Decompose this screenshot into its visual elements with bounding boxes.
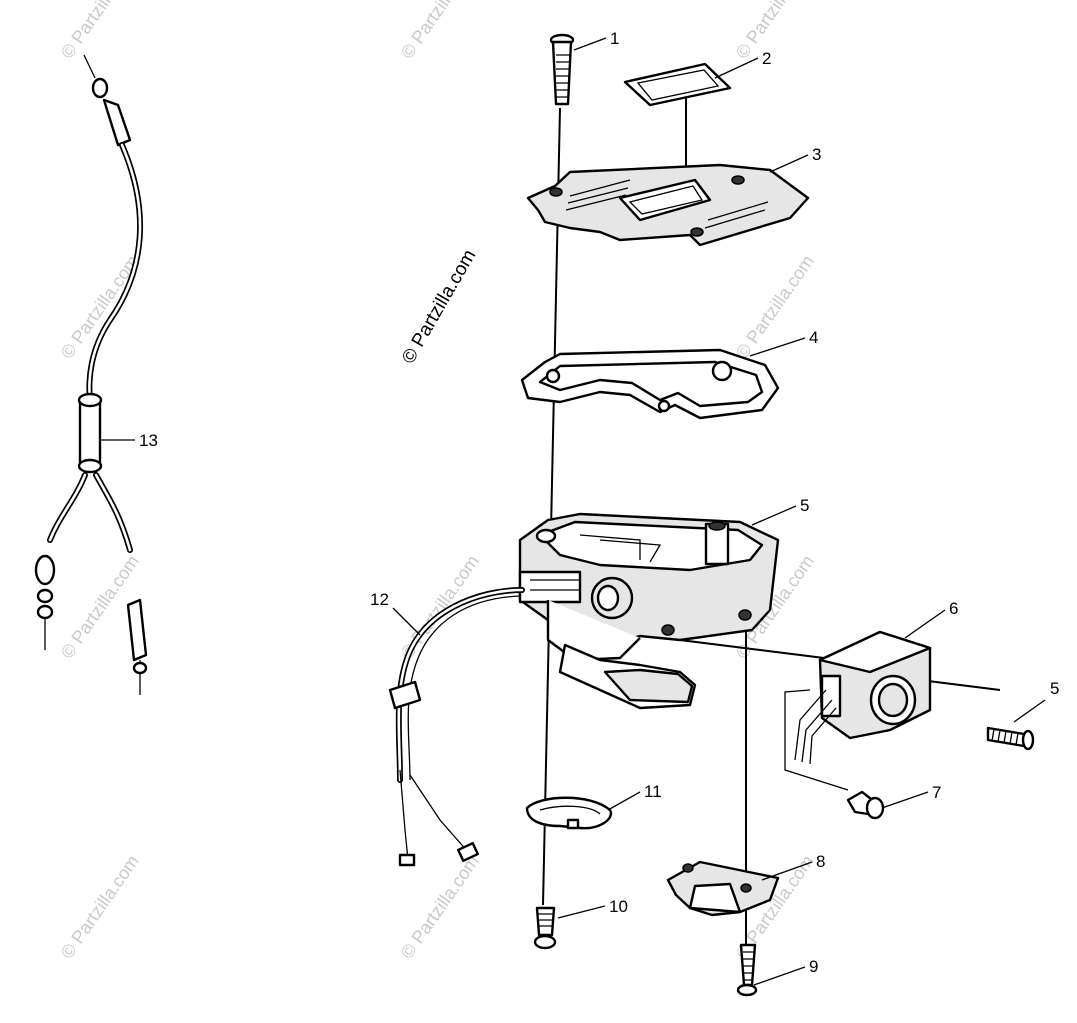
part-2-label <box>623 62 732 107</box>
watermark-tile: © Partzilla.com <box>732 251 818 362</box>
part-9-screw <box>736 943 758 997</box>
part-4-gasket <box>520 348 780 420</box>
watermark-tile: © Partzilla.com <box>57 851 143 962</box>
callout-10: 10 <box>609 897 628 916</box>
alignment-line-left <box>542 107 561 906</box>
callout-3: 3 <box>812 145 821 164</box>
callout-4: 4 <box>809 328 818 347</box>
callout-7: 7 <box>932 783 941 802</box>
part-5-screw <box>986 726 1035 751</box>
callout-11: 11 <box>644 782 662 801</box>
callouts: 1 2 3 4 5 6 5 7 8 9 10 11 12 13 <box>139 29 1059 976</box>
callout-1: 1 <box>610 29 619 48</box>
callout-6: 6 <box>949 599 958 618</box>
callout-9: 9 <box>809 957 818 976</box>
watermark-tile: © Partzilla.com <box>732 0 818 62</box>
callout-2: 2 <box>762 49 771 68</box>
part-5-housing <box>518 512 780 710</box>
alignment-line-screw <box>919 679 1001 691</box>
callout-5-right: 5 <box>1050 679 1059 698</box>
leader-lines <box>100 37 1046 986</box>
callout-5: 5 <box>800 496 809 515</box>
part-10-screw <box>533 906 557 950</box>
watermark-main: © Partzilla.com <box>398 246 480 367</box>
part-1-screw <box>549 33 575 106</box>
watermark-tile: © Partzilla.com <box>57 0 143 62</box>
watermark-tiles: © Partzilla.com © Partzilla.com © Partzi… <box>57 0 818 962</box>
part-11-spring <box>525 796 613 830</box>
part-3-cover <box>526 163 810 247</box>
part-12-wiring <box>388 587 525 867</box>
watermark-tile: © Partzilla.com <box>397 0 483 62</box>
part-6-switch <box>794 630 932 765</box>
callout-12: 12 <box>370 590 389 609</box>
alignment-line-switch <box>679 639 841 661</box>
watermark-tile: © Partzilla.com <box>397 851 483 962</box>
part-7-bulb <box>846 790 885 820</box>
bulb-guide-line <box>784 689 849 791</box>
callout-8: 8 <box>816 852 825 871</box>
callout-13: 13 <box>139 431 158 450</box>
part-8-clamp <box>666 860 780 917</box>
part-13-cable <box>34 54 148 695</box>
